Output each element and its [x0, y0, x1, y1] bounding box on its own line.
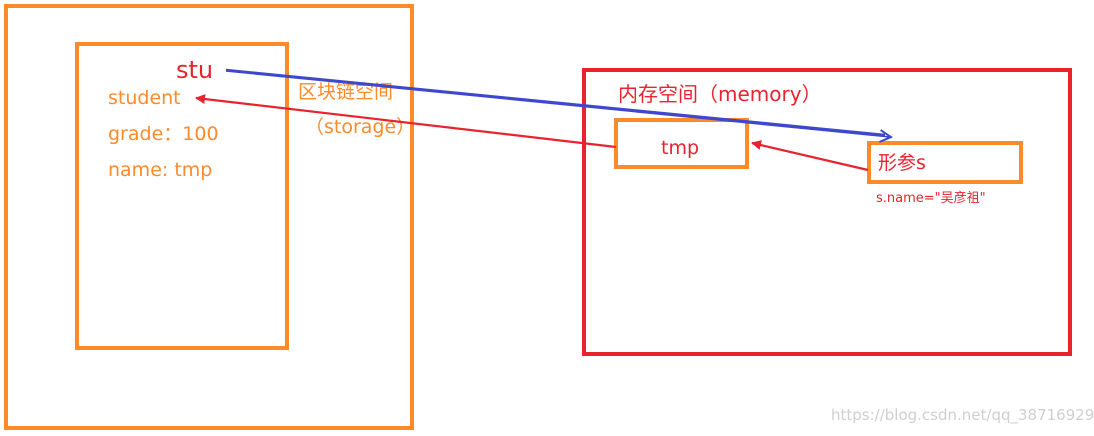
grade-label: grade：100: [108, 123, 219, 145]
memory-title: 内存空间（memory）: [618, 82, 822, 106]
arrow-param-to-tmp: [751, 140, 869, 172]
student-label: student: [108, 87, 181, 109]
storage-title: 区块链空间: [298, 81, 394, 103]
arrow-stu-to-param: [225, 68, 886, 137]
tmp-box: [614, 118, 749, 169]
s-name-value-label: s.name="吴彦祖": [876, 191, 986, 206]
memory-space-box: [582, 68, 1072, 356]
storage-space-box: [4, 4, 414, 430]
name-label: name: tmp: [108, 159, 213, 181]
stu-struct-box: [75, 42, 289, 350]
arrow-stu-to-param-second-line: [225, 70, 890, 137]
tmp-label: tmp: [661, 137, 700, 159]
watermark: https://blog.csdn.net/qq_38716929: [831, 406, 1094, 424]
arrow-tmp-to-student: [195, 94, 617, 149]
storage-subtitle: （storage）: [305, 116, 416, 138]
stu-label: stu: [176, 56, 214, 84]
param-s-label: 形参s: [878, 152, 926, 174]
param-s-box: [867, 141, 1023, 184]
